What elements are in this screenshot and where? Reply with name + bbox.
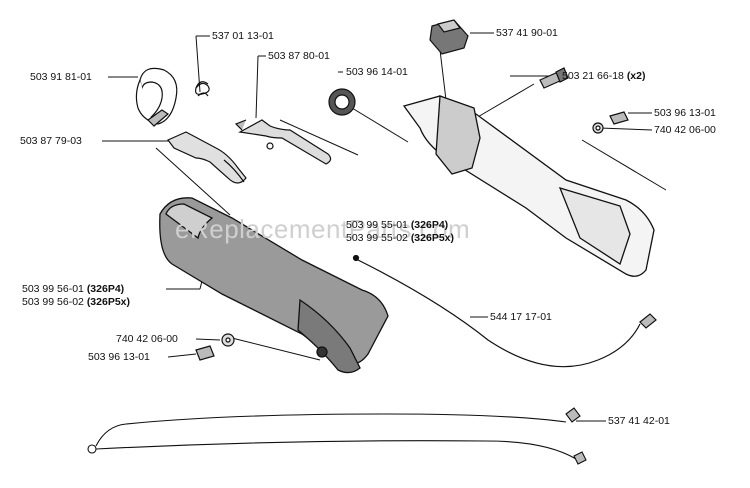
label-503961301-left: 503 96 13-01 bbox=[88, 351, 150, 363]
leader-740420600-r bbox=[599, 127, 653, 131]
label-503995602-model: (326P5x) bbox=[86, 296, 131, 308]
cable-part bbox=[352, 254, 657, 368]
label-503995501: 503 99 55-01 (326P4) bbox=[346, 219, 448, 231]
leader-740420600-r-b bbox=[581, 139, 667, 191]
leader-740420600-l bbox=[195, 338, 221, 341]
label-503216618: 503 21 66-18 (x2) bbox=[562, 70, 646, 82]
label-503995502-number: 503 99 55-02 bbox=[346, 232, 408, 244]
clamp-part bbox=[135, 67, 178, 127]
handle-half-right bbox=[402, 95, 655, 277]
label-503918101: 503 91 81-01 bbox=[30, 71, 92, 83]
label-503995602-number: 503 99 56-02 bbox=[22, 296, 84, 308]
trigger-part bbox=[167, 131, 247, 184]
label-544171701: 544 17 17-01 bbox=[490, 311, 552, 323]
label-503877903: 503 87 79-03 bbox=[20, 135, 82, 147]
label-537419001: 537 41 90-01 bbox=[496, 27, 558, 39]
left-washer-screw bbox=[195, 333, 235, 361]
leader-503878001-b bbox=[255, 55, 259, 119]
label-537011301: 537 01 13-01 bbox=[212, 30, 274, 42]
label-503995601: 503 99 56-01 (326P4) bbox=[22, 283, 124, 295]
label-503995601-number: 503 99 56-01 bbox=[22, 283, 84, 295]
label-740420600-left: 740 42 06-00 bbox=[116, 333, 178, 345]
wire-harness-part bbox=[87, 407, 587, 465]
label-503216618-number: 503 21 66-18 bbox=[562, 70, 624, 82]
leader-503216618-b bbox=[475, 83, 535, 119]
label-537414201: 537 41 42-01 bbox=[608, 415, 670, 427]
label-503961301-right: 503 96 13-01 bbox=[654, 107, 716, 119]
leader-503961301-l bbox=[167, 353, 197, 358]
label-503995502-model: (326P5x) bbox=[410, 232, 455, 244]
right-screw-part bbox=[592, 111, 629, 134]
label-503995602: 503 99 56-02 (326P5x) bbox=[22, 296, 130, 308]
label-503995601-model: (326P4) bbox=[86, 283, 125, 295]
label-503995501-number: 503 99 55-01 bbox=[346, 219, 408, 231]
lever-part bbox=[234, 119, 332, 165]
leader-503961401-b bbox=[351, 107, 409, 143]
ring-part bbox=[328, 88, 356, 116]
handle-half-left bbox=[159, 197, 389, 374]
switch-part bbox=[429, 19, 469, 55]
spring-part bbox=[195, 81, 210, 97]
screw-part bbox=[539, 67, 569, 89]
leader-ptr-throttle bbox=[279, 119, 359, 156]
label-740420600-right: 740 42 06-00 bbox=[654, 124, 716, 136]
leader-537419001-b bbox=[439, 49, 447, 101]
label-503216618-qty: (x2) bbox=[626, 70, 646, 82]
leader-740420600-l-b bbox=[231, 337, 321, 361]
leader-ptr-grip bbox=[155, 147, 231, 216]
label-503878001: 503 87 80-01 bbox=[268, 50, 330, 62]
label-503995501-model: (326P4) bbox=[410, 219, 449, 231]
label-503961401: 503 96 14-01 bbox=[346, 66, 408, 78]
watermark: eReplacementParts.com bbox=[175, 214, 471, 244]
label-503995502: 503 99 55-02 (326P5x) bbox=[346, 232, 454, 244]
